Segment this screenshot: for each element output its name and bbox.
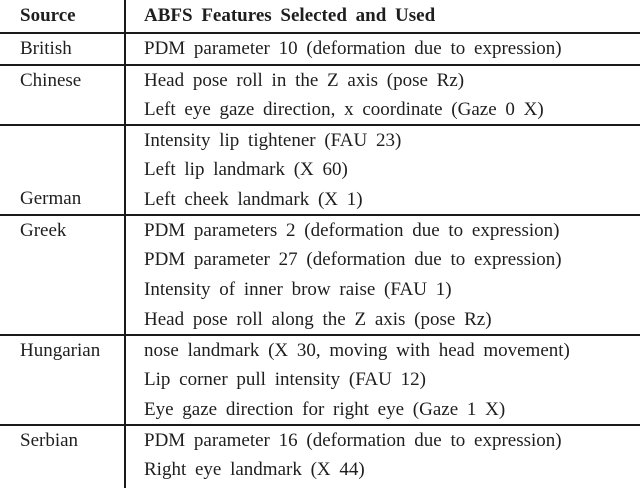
table-row: Right eye landmark (X 44) xyxy=(0,455,640,485)
table-row: British PDM parameter 10 (deformation du… xyxy=(0,32,640,65)
feature-cell: Head pose roll along the Z axis (pose Rz… xyxy=(144,308,492,330)
source-cell-greek: Greek xyxy=(0,214,126,335)
table-row: Head pose roll along the Z axis (pose Rz… xyxy=(0,305,640,335)
feature-cell: Left eye gaze direction, x coordinate (G… xyxy=(144,98,544,120)
source-cell-chinese: Chinese xyxy=(0,64,126,125)
table-row: PDM parameter 27 (deformation due to exp… xyxy=(0,245,640,275)
source-cell-serbian: Serbian xyxy=(0,424,126,485)
source-cell-british: British xyxy=(0,32,126,65)
feature-cell: Left cheek landmark (X 1) xyxy=(144,188,363,210)
feature-cell: Right eye landmark (X 44) xyxy=(144,459,365,480)
feature-cell: Intensity lip tightener (FAU 23) xyxy=(125,124,640,155)
table-header-row: Source ABFS Features Selected and Used xyxy=(0,0,640,34)
cropped-bottom-spacer xyxy=(0,485,640,488)
table-row: Left cheek landmark (X 1) xyxy=(0,185,640,215)
feature-cell: Head pose roll in the Z axis (pose Rz) xyxy=(125,64,640,95)
table-row: Greek PDM parameters 2 (deformation due … xyxy=(0,214,640,335)
column-header-features: ABFS Features Selected and Used xyxy=(125,0,640,34)
table-row: Serbian PDM parameter 16 (deformation du… xyxy=(0,424,640,485)
table-row: German Intensity lip tightener (FAU 23) xyxy=(0,124,640,215)
feature-cell: Intensity of inner brow raise (FAU 1) xyxy=(144,279,452,300)
feature-cell: Eye gaze direction for right eye (Gaze 1… xyxy=(144,398,506,420)
feature-cell: PDM parameter 10 (deformation due to exp… xyxy=(125,32,640,65)
feature-cell: PDM parameters 2 (deformation due to exp… xyxy=(125,214,640,245)
table-row: Left eye gaze direction, x coordinate (G… xyxy=(0,95,640,125)
column-header-source: Source xyxy=(0,0,126,34)
table-row: Intensity of inner brow raise (FAU 1) xyxy=(0,275,640,305)
source-cell-hungarian: Hungarian xyxy=(0,334,126,425)
table-row: Chinese Head pose roll in the Z axis (po… xyxy=(0,64,640,125)
feature-cell: Left lip landmark (X 60) xyxy=(144,159,348,180)
table-row: Left lip landmark (X 60) xyxy=(0,155,640,185)
feature-cell: Lip corner pull intensity (FAU 12) xyxy=(144,369,426,390)
feature-cell: nose landmark (X 30, moving with head mo… xyxy=(125,334,640,365)
table-row: Eye gaze direction for right eye (Gaze 1… xyxy=(0,395,640,425)
feature-cell: PDM parameter 16 (deformation due to exp… xyxy=(125,424,640,455)
table-row: Lip corner pull intensity (FAU 12) xyxy=(0,365,640,395)
table-row: Hungarian nose landmark (X 30, moving wi… xyxy=(0,334,640,425)
divider-continuation xyxy=(0,485,126,488)
source-cell-german: German xyxy=(0,124,126,215)
feature-cell: PDM parameter 27 (deformation due to exp… xyxy=(144,249,562,270)
